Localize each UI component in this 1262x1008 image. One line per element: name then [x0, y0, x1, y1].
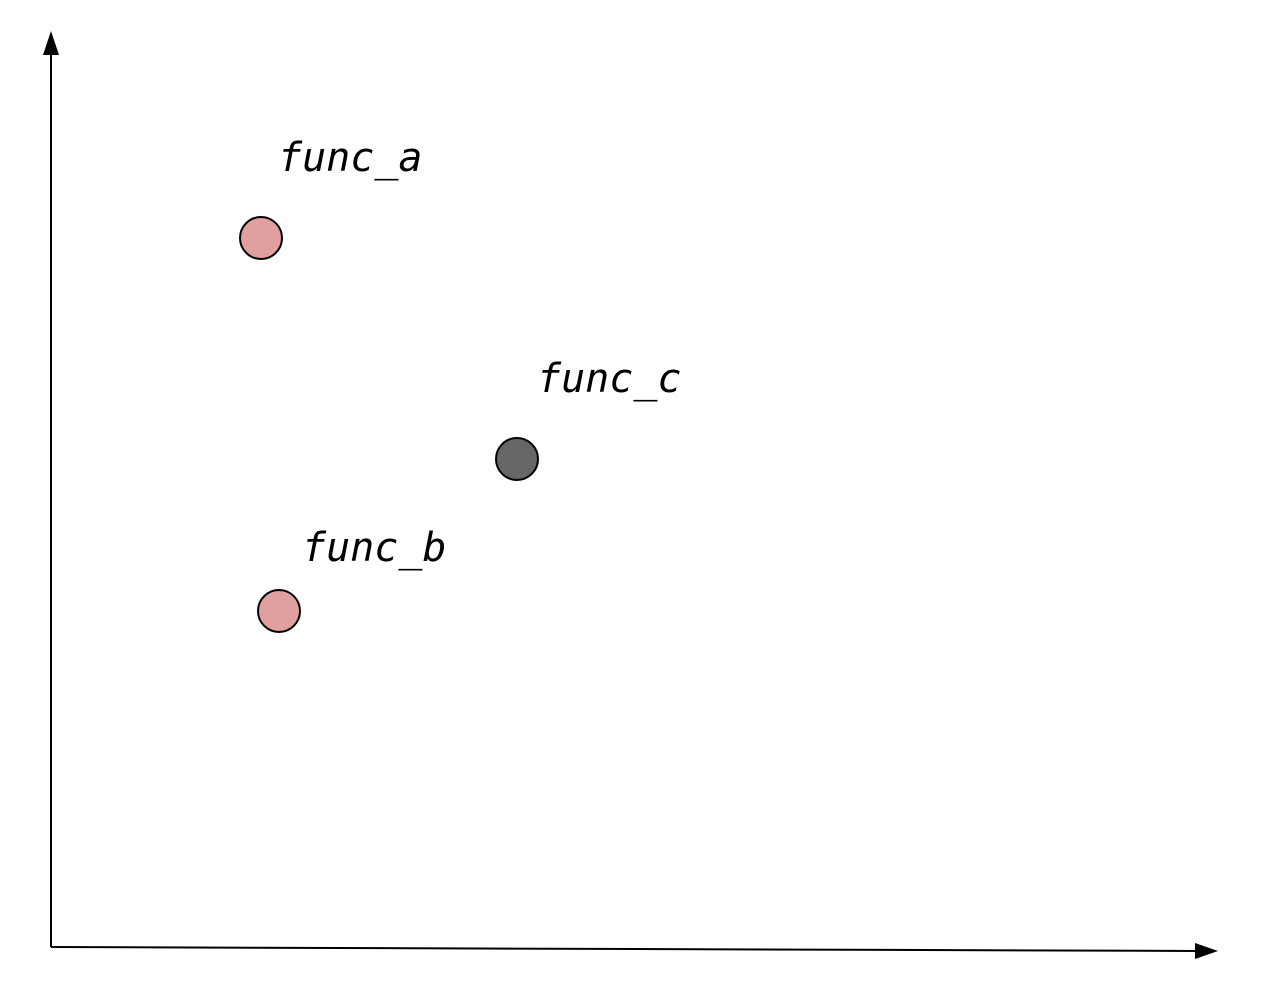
- point-label: func_b: [302, 525, 447, 571]
- point-func-a: func_a: [239, 135, 423, 260]
- point-func-c: func_c: [495, 356, 682, 481]
- point-marker: [495, 437, 539, 481]
- y-axis-arrowhead: [43, 31, 59, 55]
- point-func-b: func_b: [257, 525, 447, 633]
- x-axis-arrowhead: [1195, 943, 1218, 959]
- point-label: func_c: [537, 356, 682, 402]
- y-axis: [43, 31, 59, 947]
- point-marker: [257, 589, 301, 633]
- point-marker: [239, 216, 283, 260]
- point-label: func_a: [278, 135, 423, 181]
- x-axis: [50, 943, 1218, 959]
- x-axis-line: [50, 946, 1199, 952]
